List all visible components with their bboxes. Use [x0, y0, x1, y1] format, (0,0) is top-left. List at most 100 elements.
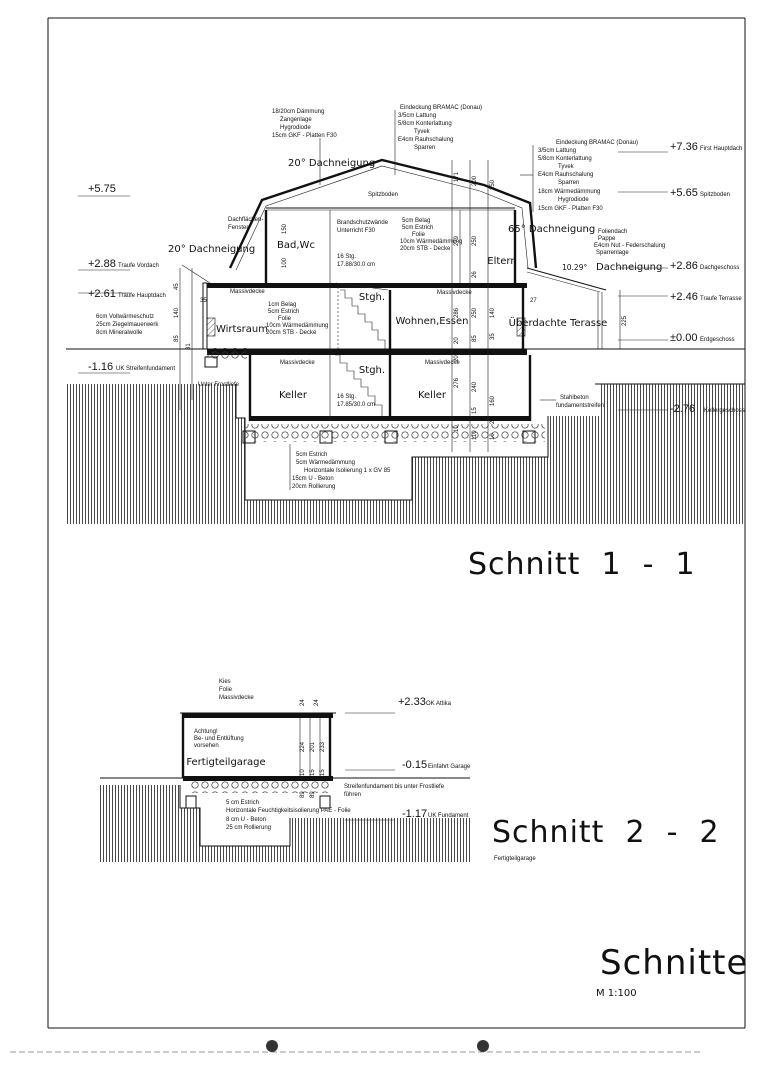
dim-140-right: 140 — [490, 307, 496, 318]
wall-3: 8cm Mineralwolle — [96, 330, 143, 336]
massivdecke-1: Massivdecke — [230, 289, 265, 295]
dim-35-left: 35 — [200, 298, 207, 304]
garage-slab-1: 5 cm Estrich — [226, 800, 259, 806]
garage-level-015-label: Einfahrt Garage — [428, 764, 471, 770]
dim-85-left: 85 — [174, 335, 180, 342]
mansard-cover-8: Hygrodiode — [558, 197, 589, 203]
dim-286: 286 — [454, 307, 460, 318]
garage-level-015: -0.15 — [402, 759, 427, 771]
garage-foundation-note-2: führen — [344, 792, 361, 798]
garage-level-233-label: OK Attika — [426, 701, 452, 707]
slab-4: 15cm U - Beton — [292, 476, 334, 482]
annotation-roof-build-up: 18/20cm Dämmung Zangenlage Hygrodiode 15… — [272, 109, 337, 185]
g-dim-15-a: 15 — [310, 769, 316, 776]
room-bad-wc: Bad,Wc — [277, 240, 315, 251]
garage-foundation-note-1: Streifenfundament bis unter Frostliefe — [344, 784, 445, 790]
annotation-stair-wall: Brandschutzwände Unterricht F30 16 Stg. … — [337, 220, 389, 408]
stairs-upper-1: 16 Stg. — [337, 254, 356, 260]
dim-250-dg: 250 — [472, 235, 478, 246]
roof-cover-4: Tyvek — [414, 129, 431, 135]
level-261-label: Traufe Hauptdach — [118, 293, 166, 299]
strip-foundation-1: Stahlbeton — [560, 395, 589, 401]
dim-200: 200 — [472, 175, 478, 186]
dim-85-right: 85 — [472, 335, 478, 342]
level-116: -1.16 — [88, 361, 113, 373]
foundations — [204, 356, 536, 444]
floor-upper-3: Folie — [412, 232, 426, 238]
mansard-cover-5: E4cm Rauhschalung — [538, 172, 593, 178]
roof-cover-3: 5/8cm Konterlattung — [398, 121, 452, 127]
level-286: +2.86 — [670, 260, 698, 272]
level-736-label: First Hauptdach — [700, 146, 742, 152]
stair-wall-1: Brandschutzwände — [337, 220, 389, 226]
level-246-label: Traufe Terrasse — [700, 296, 742, 302]
dim-225: 225 — [622, 315, 628, 326]
g-dim-15-b: 15 — [320, 769, 326, 776]
roof-pitch-mansard: 65° Dachneigung — [508, 224, 595, 235]
section-1-title: Schnitt 1 - 1 — [468, 547, 696, 582]
g-dim-89-b: 89 — [310, 791, 316, 798]
dim-240: 240 — [472, 381, 478, 392]
roof-build-up-4: 15cm GKF - Platten F30 — [272, 133, 337, 139]
room-terrasse: Überdachte Terasse — [509, 316, 608, 329]
slab-2: 5cm Wärmedämmung — [296, 460, 355, 466]
massivdecke-2: Massivdecke — [437, 290, 472, 296]
floor-ground-1: 1cm Belag — [268, 302, 296, 308]
levels-right: +7.36 First Hauptdach +5.65 Spitzboden +… — [670, 141, 745, 415]
levels-left: +5.75 +2.88 Traufe Vordach +2.61 Traufe … — [88, 183, 175, 373]
garage-slab-2: Horizontale Feuchtigkeitsisolierung PAE … — [226, 808, 351, 814]
terrace-roof-1: Foliendach — [598, 229, 627, 235]
dim-100: 100 — [282, 257, 288, 268]
section-2-2: Fertigteilgarage Achtung! Be- und Entlüf… — [100, 679, 720, 862]
dim-31: 31 — [186, 343, 192, 350]
slab-1: 5cm Estrich — [296, 452, 327, 458]
level-000-label: Erdgeschoss — [700, 337, 735, 343]
dimension-values: 171 200 250 150 100 279 250 26 45 140 85… — [174, 171, 628, 440]
roof-pitch-main: 20° Dachneigung — [288, 158, 375, 169]
annotation-slab: 5cm Estrich 5cm Wärmedämmung Horizontale… — [289, 444, 391, 490]
level-288-label: Traufe Vordach — [118, 263, 159, 269]
roof-pitch-terrace-label: Dachneigung — [596, 262, 662, 273]
dim-20-eg: 20 — [454, 337, 460, 344]
roof-pitch-terrace: 10.29° — [562, 263, 587, 272]
terrace-roof-3: E4cm Nut - Federschalung — [594, 243, 665, 249]
strip-foundation-2: fundamentstreifen — [556, 403, 604, 409]
mansard-cover-4: Tyvek — [558, 164, 575, 170]
dormer-2: Fenster — [228, 225, 248, 231]
g-dim-224: 224 — [300, 741, 306, 752]
room-wirtsraum: Wirtsraum — [216, 324, 268, 335]
slab-3: Horizontale Isolierung 1 x GV 85 — [304, 468, 391, 474]
roof-pitch-left: 20° Dachneigung — [168, 244, 255, 255]
roof — [181, 158, 607, 349]
floor-upper-1: 5cm Belag — [402, 218, 430, 224]
room-spitzboden: Spitzboden — [368, 192, 398, 198]
terrace-roof-2: Pappe — [598, 236, 616, 242]
room-keller-right: Keller — [418, 390, 447, 401]
garage-note-2: Be- und Entlüftung — [194, 736, 244, 742]
roof-cover-2: 3/5cm Lattung — [398, 113, 436, 119]
annotation-strip-foundation: Stahlbeton fundamentstreifen — [540, 395, 604, 409]
garage-note-1: Achtung! — [194, 729, 218, 735]
dim-250-top: 250 — [490, 179, 496, 190]
garage-dimension-values: 24 24 224 201 233 10 15 15 89 89 — [300, 699, 326, 798]
terrace-roof-4: Sparrenlage — [596, 250, 629, 256]
slab-5: 20cm Rollierung — [292, 484, 335, 490]
dim-110: 110 — [472, 430, 478, 440]
level-261: +2.61 — [88, 288, 116, 300]
section-2-subtitle: Fertigteilgarage — [494, 856, 536, 862]
roof-build-up-3: Hygrodiode — [280, 125, 311, 131]
roof-build-up-2: Zangenlage — [280, 117, 312, 123]
roof-build-up-1: 18/20cm Dämmung — [272, 109, 324, 115]
garage-roof-3: Massivdecke — [219, 695, 254, 701]
garage-level-117-label: UK Fundament — [428, 813, 469, 819]
mansard-cover-3: 5/8cm Konterlattung — [538, 156, 592, 162]
level-575: +5.75 — [88, 183, 116, 195]
annotation-terrace-roof: Foliendach Pappe E4cm Nut - Federschalun… — [594, 229, 665, 256]
dim-20-kg: 20 — [454, 355, 460, 362]
mansard-cover-1: Eindeckung BRAMAC (Donau) — [556, 140, 638, 146]
stairs-lower-2: 17.85/30.0 cm — [337, 402, 375, 408]
annotation-wall: 6cm Vollwärmeschutz 25cm Ziegelmauerwerk… — [96, 314, 159, 336]
section-2-title: Schnitt 2 - 2 — [492, 815, 720, 850]
dim-45: 45 — [174, 283, 180, 290]
level-565-label: Spitzboden — [700, 192, 730, 198]
